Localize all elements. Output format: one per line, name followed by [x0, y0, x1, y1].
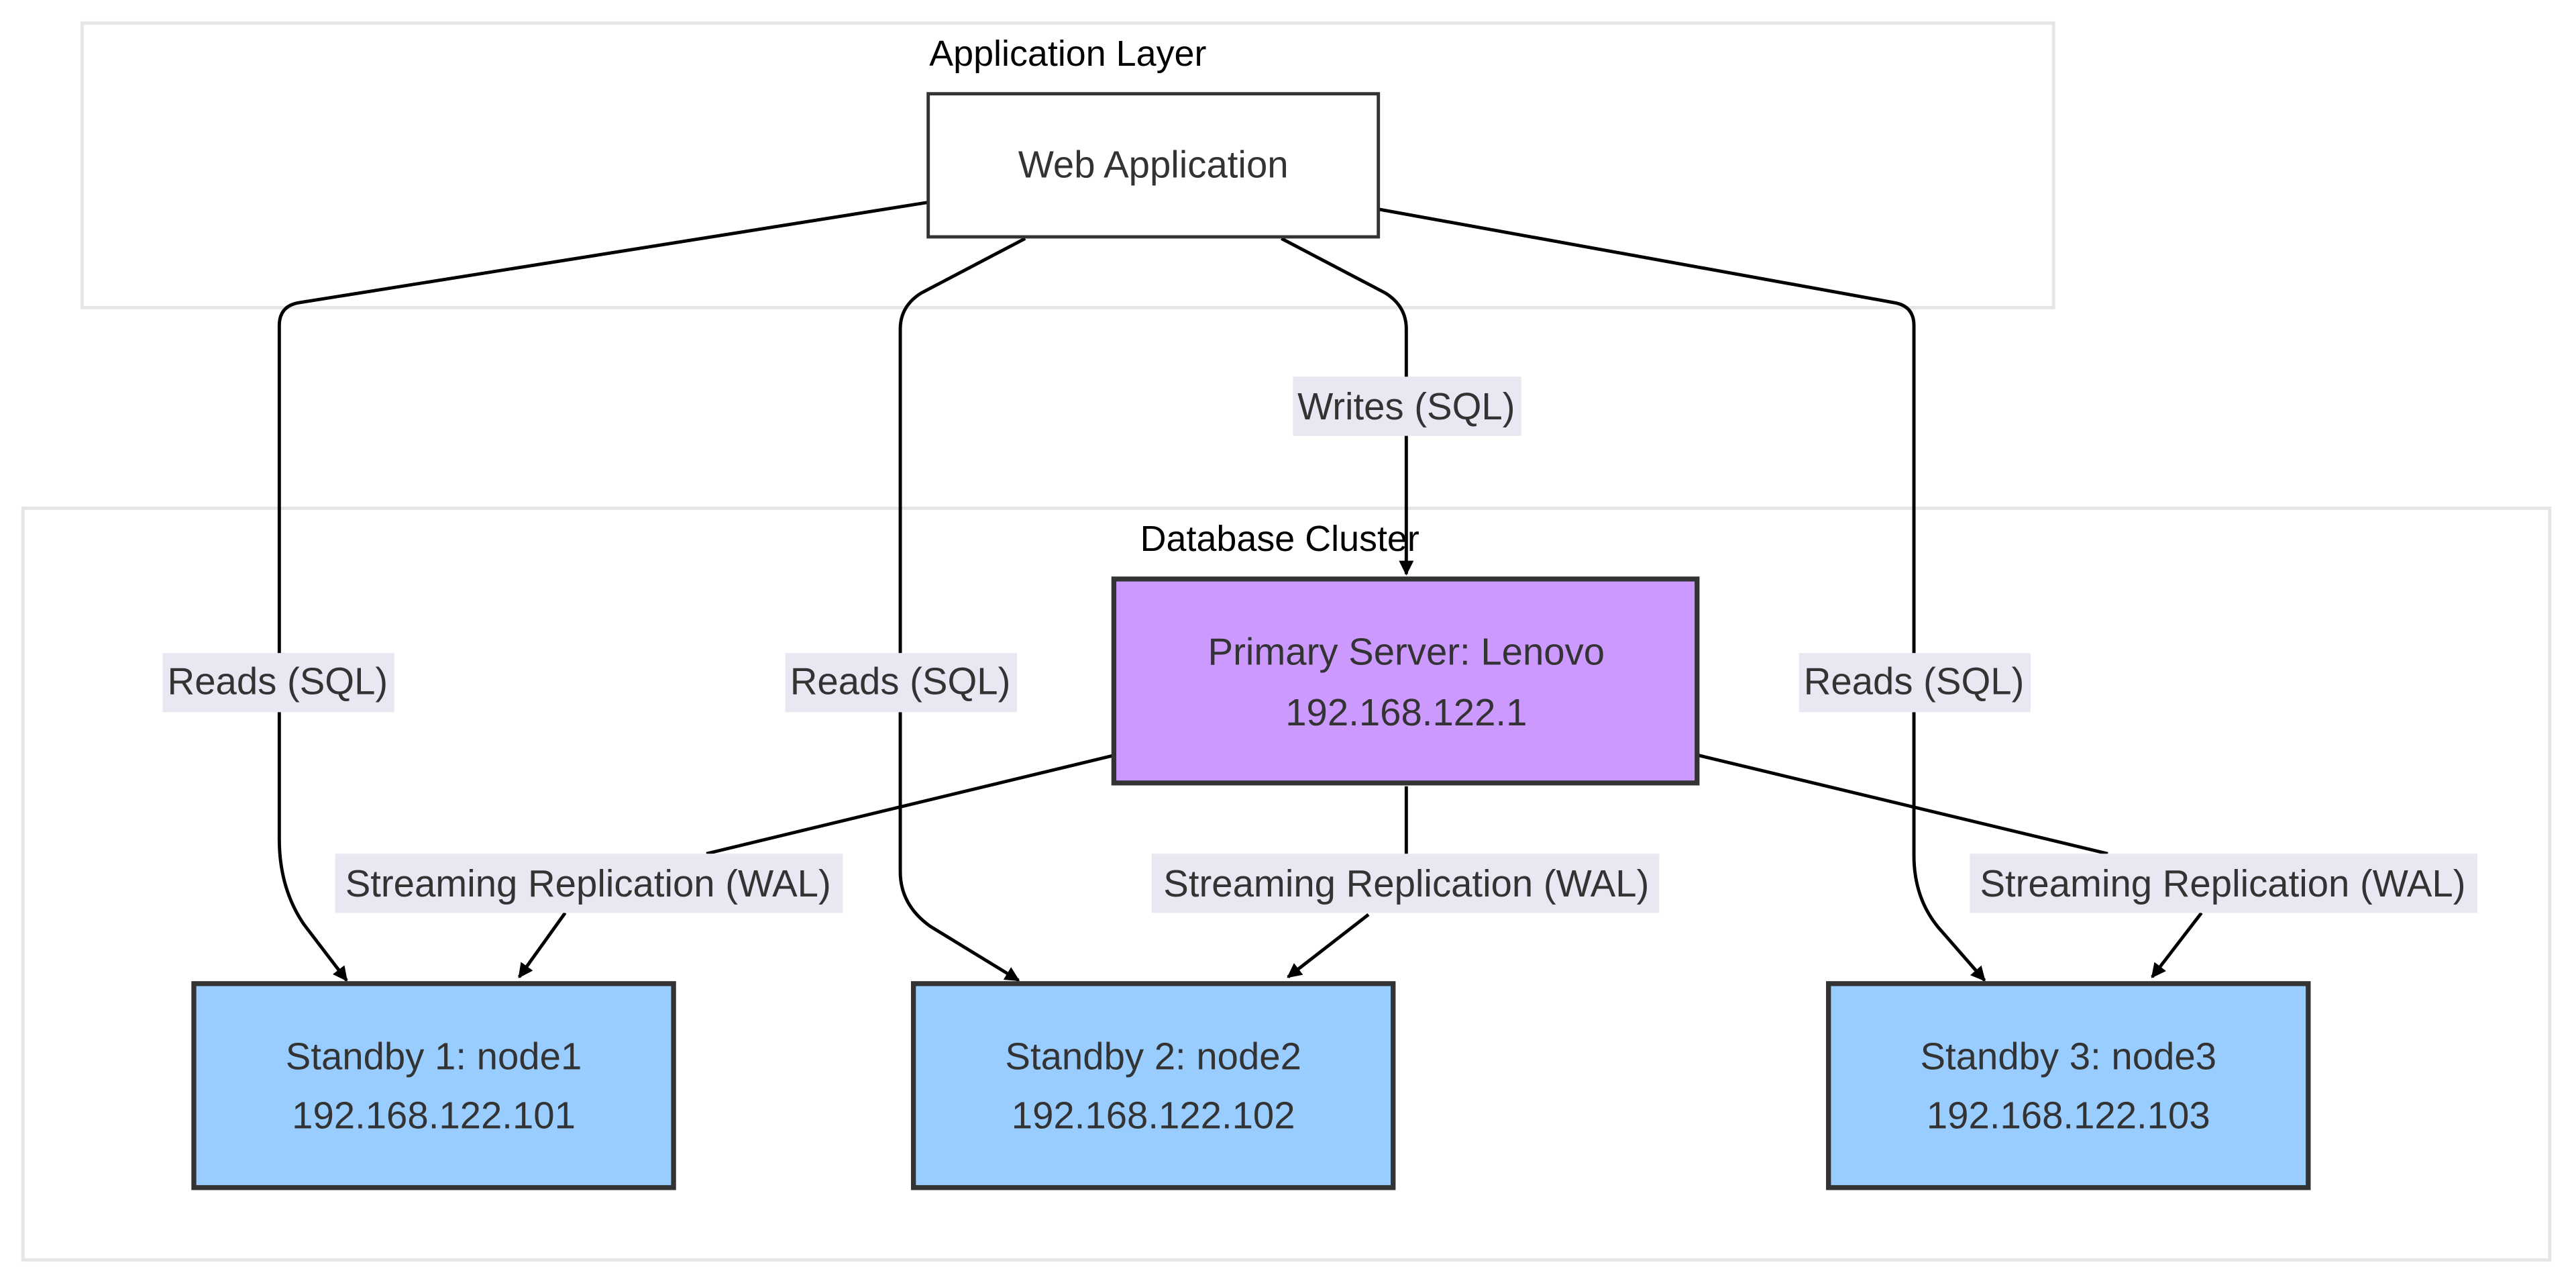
edge-label-reads-2-text: Reads (SQL) [790, 660, 1011, 702]
edge-label-replication-1-text: Streaming Replication (WAL) [345, 862, 831, 905]
edge-reads-standby1-line [277, 201, 929, 982]
edge-label-replication-2-text: Streaming Replication (WAL) [1163, 862, 1649, 905]
node-standby-1-name: Standby 1: node1 [286, 1035, 582, 1077]
edge-label-replication-1: Streaming Replication (WAL) [335, 854, 843, 913]
node-standby-2-name: Standby 2: node2 [1005, 1035, 1301, 1077]
edge-label-reads-3: Reads (SQL) [1799, 653, 2031, 713]
node-primary-server-name: Primary Server: Lenovo [1208, 630, 1605, 672]
edge-replication-standby3-line-lower [2151, 911, 2203, 978]
edge-label-reads-2-bg [785, 653, 1017, 713]
node-standby-3: Standby 3: node3 192.168.122.103 [1826, 981, 2311, 1190]
edge-label-replication-3-text: Streaming Replication (WAL) [1980, 862, 2465, 905]
node-web-application-box [926, 92, 1381, 239]
edge-label-replication-2: Streaming Replication (WAL) [1151, 854, 1660, 913]
node-standby-3-ip: 192.168.122.103 [1927, 1094, 2210, 1137]
edge-label-reads-3-bg [1799, 653, 2031, 713]
edge-replication-standby2-line-lower [1287, 913, 1370, 978]
node-standby-2: Standby 2: node2 192.168.122.102 [910, 981, 1396, 1190]
node-standby-2-box [910, 981, 1396, 1190]
edge-label-writes: Writes (SQL) [1293, 376, 1521, 436]
edge-label-writes-text: Writes (SQL) [1297, 385, 1515, 427]
edge-reads-standby2-line [898, 237, 1026, 982]
edge-label-reads-1: Reads (SQL) [162, 653, 394, 713]
edge-label-replication-3-bg [1970, 854, 2478, 913]
node-primary-server-box [1111, 576, 1700, 786]
node-web-application-label: Web Application [1018, 144, 1289, 186]
edge-label-reads-1-text: Reads (SQL) [168, 660, 388, 702]
node-standby-1-ip: 192.168.122.101 [292, 1094, 576, 1137]
edge-reads-standby3-line [1376, 207, 1986, 982]
edge-label-reads-3-text: Reads (SQL) [1804, 660, 2025, 702]
edge-label-reads-1-bg [162, 653, 394, 713]
edge-replication-standby1-line-lower [517, 912, 567, 978]
edge-label-reads-2: Reads (SQL) [785, 653, 1017, 713]
node-standby-3-box [1826, 981, 2311, 1190]
edge-label-writes-bg [1293, 376, 1521, 436]
node-primary-server-ip: 192.168.122.1 [1285, 691, 1527, 733]
edge-label-replication-2-bg [1151, 854, 1660, 913]
cluster-application-layer-title: Application Layer [929, 34, 1206, 74]
cluster-database-title: Database Cluster [1140, 519, 1419, 559]
edge-label-replication-3: Streaming Replication (WAL) [1970, 854, 2478, 913]
edge-lines [277, 201, 2203, 982]
edge-replication-standby1-line-upper [706, 753, 1116, 856]
node-standby-2-ip: 192.168.122.102 [1012, 1094, 1295, 1137]
node-web-application: Web Application [926, 92, 1381, 239]
node-standby-1: Standby 1: node1 192.168.122.101 [191, 981, 676, 1190]
node-standby-3-name: Standby 3: node3 [1921, 1035, 2217, 1077]
edge-replication-standby3-line-upper [1697, 753, 2108, 856]
node-standby-1-box [191, 981, 676, 1190]
edge-writes-primary-line [1281, 237, 1414, 576]
edge-label-replication-1-bg [335, 854, 843, 913]
node-primary-server: Primary Server: Lenovo 192.168.122.1 [1111, 576, 1700, 786]
